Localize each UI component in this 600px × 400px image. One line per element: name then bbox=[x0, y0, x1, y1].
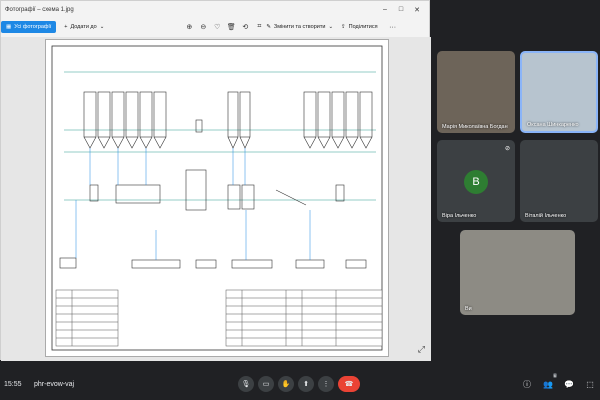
call-controls: 🎙 ▭ ✋ ⬆ ⋮ ☎ bbox=[238, 376, 360, 392]
participant-tile-active-speaker[interactable]: Оксана Шинкаренко bbox=[520, 51, 598, 133]
microphone-icon[interactable]: 🎙 bbox=[238, 376, 254, 392]
process-flow-diagram bbox=[51, 45, 383, 351]
camera-icon[interactable]: ▭ bbox=[258, 376, 274, 392]
minimize-icon[interactable]: – bbox=[383, 6, 387, 13]
participant-name: Віра Ільченко bbox=[442, 213, 477, 219]
chevron-down-icon: ⌄ bbox=[328, 24, 334, 30]
expand-icon[interactable]: ⤢ bbox=[417, 344, 425, 354]
window-titlebar: Фотографії – схема 1.jpg – □ ✕ bbox=[1, 1, 429, 18]
share-button[interactable]: ⇪ Поділитися bbox=[341, 24, 378, 30]
photo-viewer: ⤢ bbox=[1, 37, 431, 361]
plus-icon: + bbox=[64, 24, 68, 30]
chevron-down-icon: ⌄ bbox=[99, 24, 105, 30]
crop-icon[interactable]: ⌗ bbox=[257, 23, 262, 30]
participant-tile[interactable]: Віталій Ільченко bbox=[520, 140, 598, 222]
favorite-icon[interactable]: ♡ bbox=[214, 24, 221, 31]
more-options-icon[interactable]: ··· bbox=[389, 23, 397, 31]
zoom-in-icon[interactable]: ⊕ bbox=[186, 24, 193, 31]
add-to-button[interactable]: + Додати до ⌄ bbox=[64, 24, 104, 30]
meeting-control-bar: 15:55 phr-evow-vaj 🎙 ▭ ✋ ⬆ ⋮ ☎ ⓘ 👥6 💬 ⬚ bbox=[0, 368, 600, 400]
present-screen-icon[interactable]: ⬆ bbox=[298, 376, 314, 392]
meeting-code: phr-evow-vaj bbox=[34, 380, 75, 388]
end-call-button[interactable]: ☎ bbox=[338, 376, 360, 392]
side-panel-controls: ⓘ 👥6 💬 ⬚ bbox=[521, 373, 596, 390]
edit-icon: ✎ bbox=[266, 24, 271, 30]
participant-name: Ви bbox=[465, 306, 472, 312]
all-photos-label: Усі фотографії bbox=[14, 24, 52, 30]
participant-name: Марія Миколаївна Богдан bbox=[442, 124, 508, 130]
activities-icon[interactable]: ⬚ bbox=[586, 379, 594, 389]
participants-count-badge: 6 bbox=[552, 373, 557, 378]
mic-off-icon: ⊘ bbox=[504, 146, 510, 152]
photos-app-window: Фотографії – схема 1.jpg – □ ✕ ▦ Усі фот… bbox=[0, 0, 431, 361]
close-icon[interactable]: ✕ bbox=[414, 6, 420, 14]
photos-toolbar: ▦ Усі фотографії + Додати до ⌄ ⊕ ⊖ ♡ 🗑 ⟲… bbox=[1, 18, 429, 36]
window-title: Фотографії – схема 1.jpg bbox=[5, 6, 74, 13]
participant-tile[interactable]: Марія Миколаївна Богдан bbox=[437, 51, 515, 133]
share-icon: ⇪ bbox=[341, 24, 346, 30]
edit-create-label: Змінити та створити bbox=[273, 24, 326, 30]
participant-name: Віталій Ільченко bbox=[525, 213, 567, 219]
more-options-icon[interactable]: ⋮ bbox=[318, 376, 334, 392]
maximize-icon[interactable]: □ bbox=[398, 6, 404, 13]
raise-hand-icon[interactable]: ✋ bbox=[278, 376, 294, 392]
delete-icon[interactable]: 🗑 bbox=[226, 24, 236, 31]
participant-name: Оксана Шинкаренко bbox=[527, 122, 579, 128]
grid-icon: ▦ bbox=[6, 24, 12, 30]
add-to-label: Додати до bbox=[70, 24, 97, 30]
meeting-time: 15:55 bbox=[4, 380, 22, 388]
share-label: Поділитися bbox=[348, 24, 378, 30]
chat-icon[interactable]: 💬 bbox=[564, 379, 574, 389]
people-icon[interactable]: 👥6 bbox=[543, 373, 557, 389]
info-icon[interactable]: ⓘ bbox=[523, 379, 531, 389]
self-view-tile[interactable]: Ви bbox=[460, 230, 575, 315]
edit-create-button[interactable]: ✎ Змінити та створити ⌄ bbox=[266, 24, 333, 30]
participant-tile[interactable]: ⊘ В Віра Ільченко bbox=[437, 140, 515, 222]
avatar: В bbox=[464, 170, 488, 194]
zoom-out-icon[interactable]: ⊖ bbox=[200, 24, 207, 31]
all-photos-button[interactable]: ▦ Усі фотографії bbox=[1, 21, 57, 33]
schematic-drawing bbox=[45, 39, 389, 357]
rotate-icon[interactable]: ⟲ bbox=[242, 24, 249, 31]
